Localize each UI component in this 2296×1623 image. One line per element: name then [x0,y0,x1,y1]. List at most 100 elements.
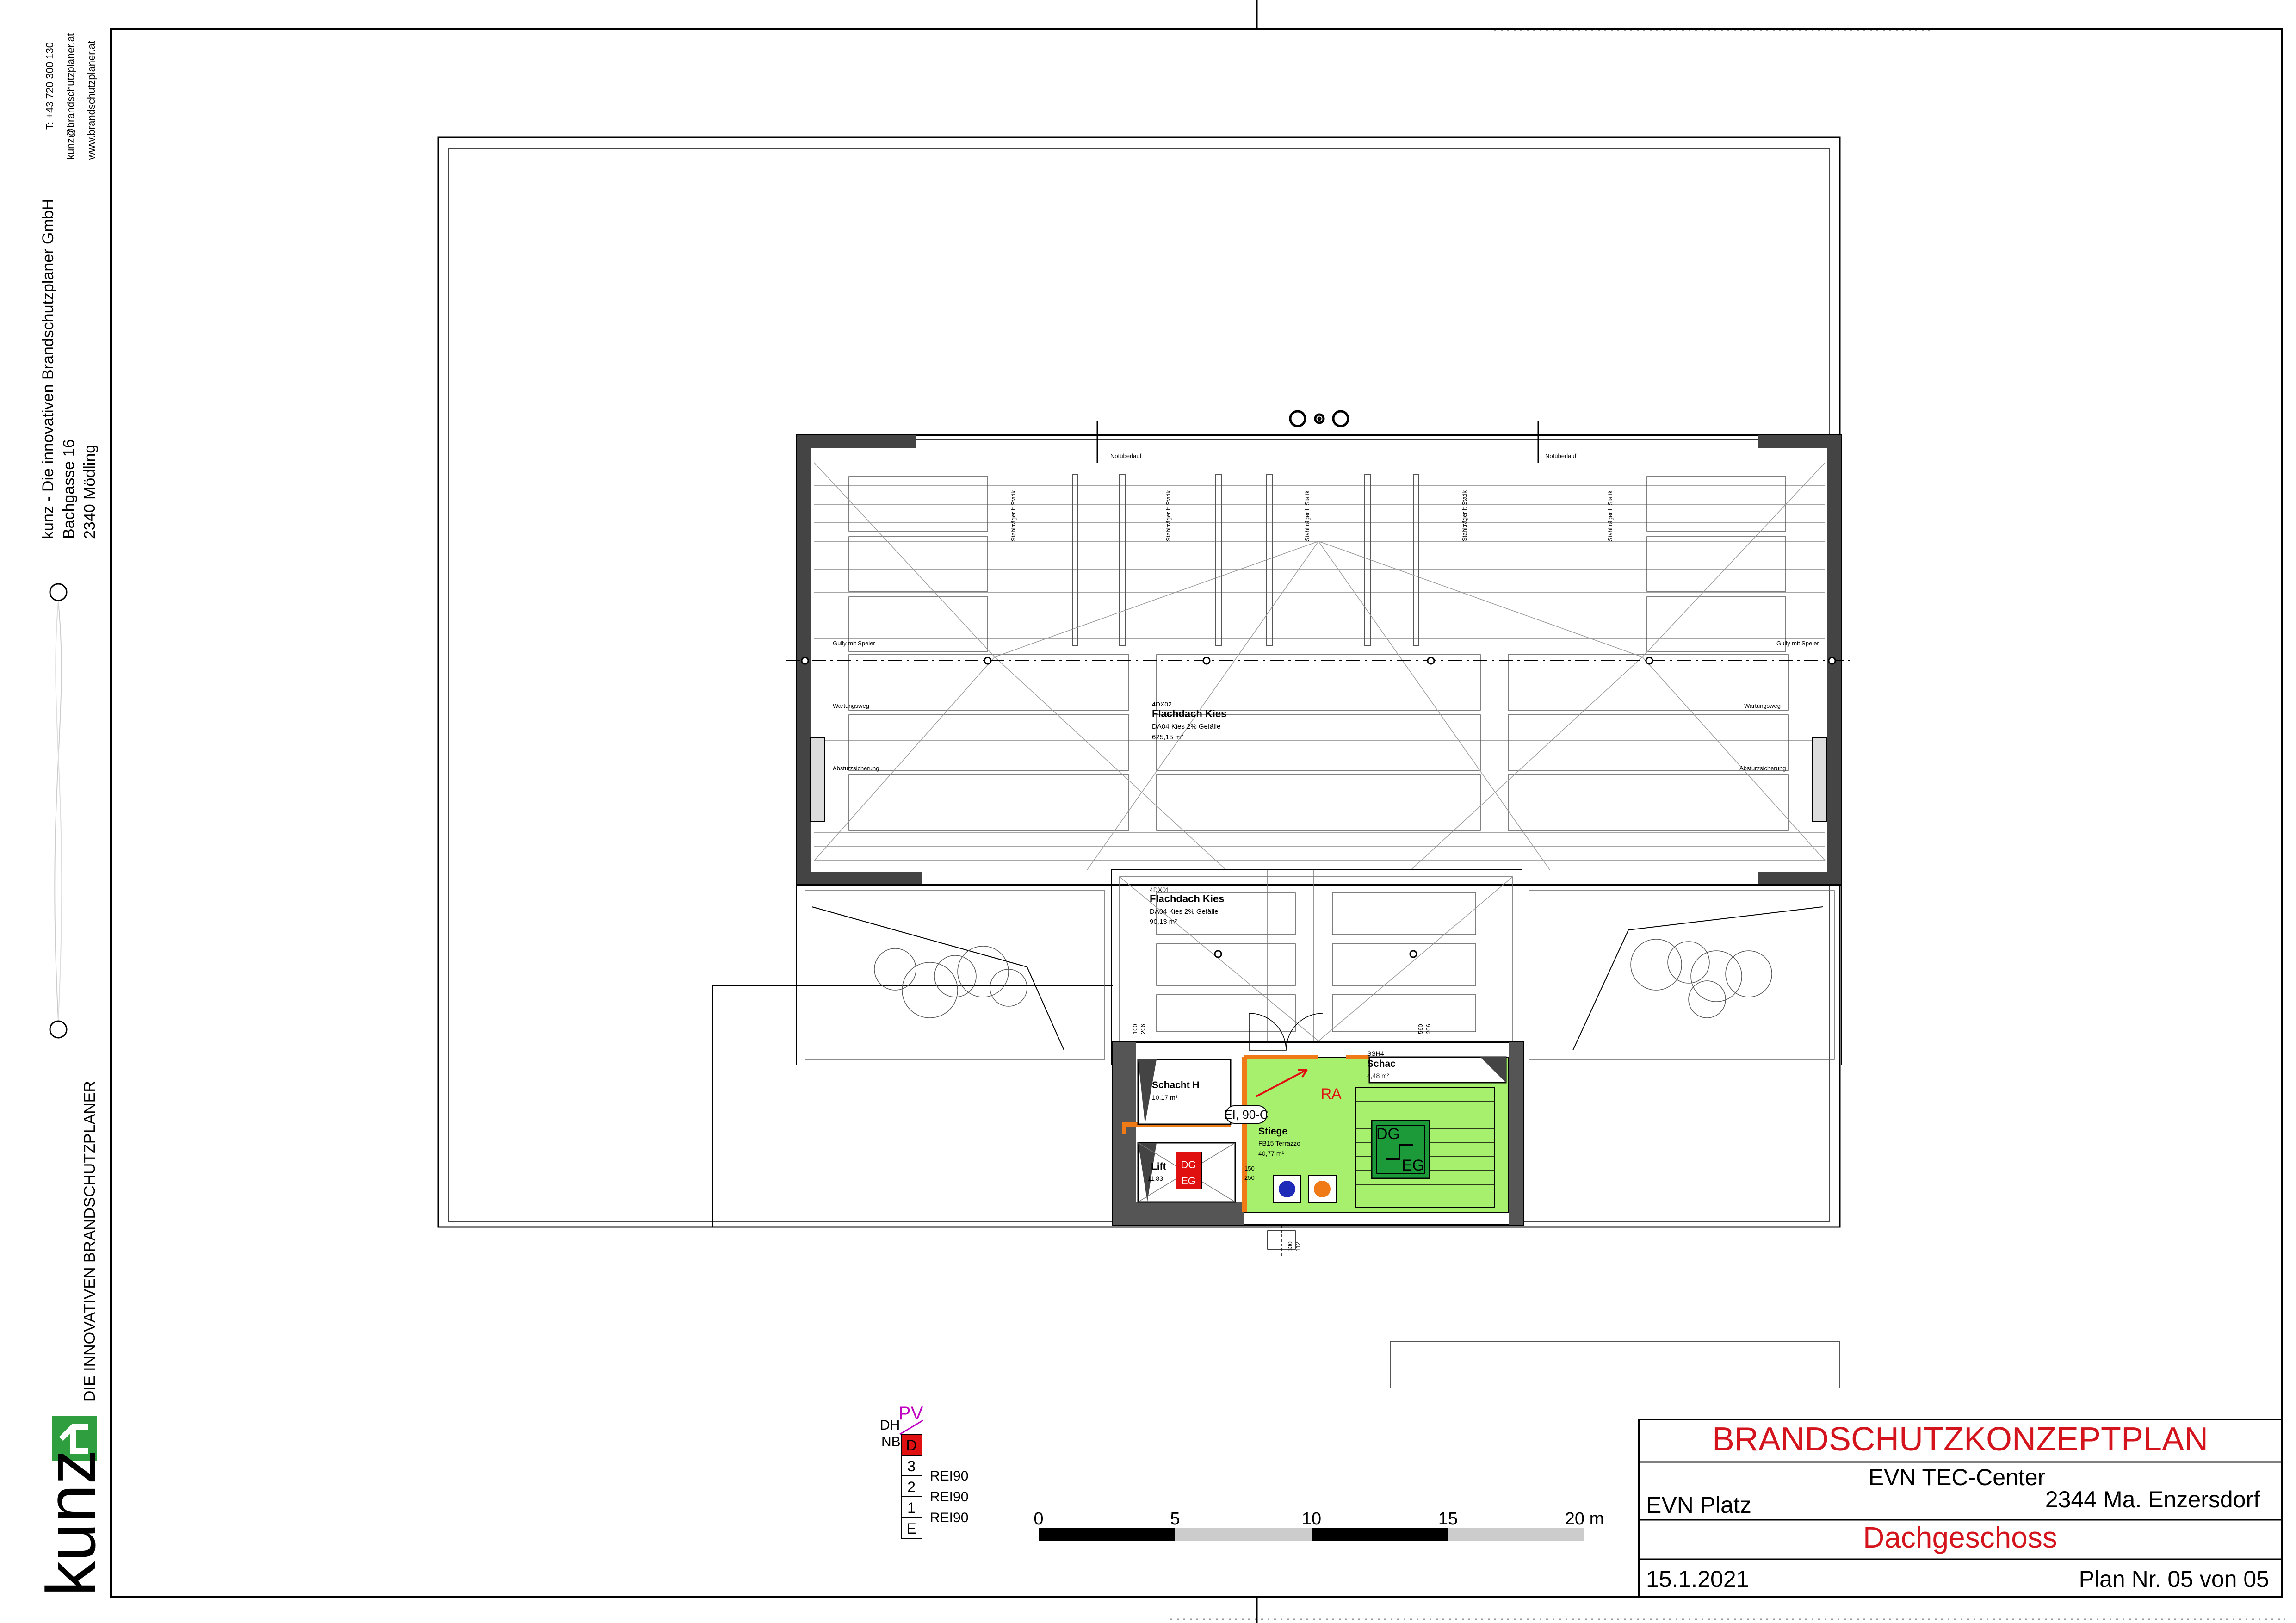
room-schacht-2-name: Schac [1367,1059,1396,1069]
terrace-east [1522,884,1842,1065]
dim-1: 100 [1132,1024,1139,1034]
tb-floor: Dachgeschoss [1863,1521,2057,1554]
scale-tick-10: 10 [1302,1509,1321,1529]
legend-floor-d-box [901,1434,922,1456]
stair-sign-top: DG [1376,1125,1400,1143]
note-walkway-right: Wartungsweg [1744,702,1781,709]
dim-6: 112 [1294,1242,1301,1251]
scale-bar: 0 5 10 15 20 m [1034,1509,1604,1541]
parapet-sw [797,872,922,885]
note-overflow-left: Notüberlauf [1110,452,1142,459]
company-phone: T: +43 720 300 130 [44,42,56,130]
roof-main-code: 4DX02 [1152,700,1172,708]
tb-date: 15.1.2021 [1646,1566,1749,1592]
ornament-curve [54,601,62,1021]
company-name: kunz - Die innovativen Brandschutzplaner… [39,199,57,539]
room-schacht-h-area: 10,17 m² [1152,1094,1178,1101]
company-email: kunz@brandschutzplaner.at [65,33,76,160]
dimension-labels: 100 206 560 206 330 112 150 250 [1132,1024,1432,1251]
legend-floor-3: 3 [907,1458,916,1474]
note-beam-2: Stahlträger lt Statik [1165,490,1172,541]
door-swing-right [1286,1013,1324,1051]
roof-panels [848,476,1789,831]
scale-seg-4 [1448,1528,1584,1541]
room-schacht-h-name: Schacht H [1152,1080,1200,1090]
legend-floor-1-box [901,1496,922,1518]
legend-floor-d: D [906,1437,916,1454]
dim-4: 206 [1425,1024,1432,1034]
roof-lower-code: 4DX01 [1150,886,1170,893]
scale-tick-20: 20 m [1565,1509,1604,1529]
ra-arrow-icon [1256,1069,1307,1097]
parapet-se [1758,872,1841,885]
core-wall-south [1113,1202,1244,1225]
roof-main-name: Flachdach Kies [1152,708,1226,719]
note-gully-left: Gully mit Speier [833,640,875,647]
scale-tick-0: 0 [1034,1509,1043,1529]
scale-seg-1 [1039,1528,1175,1541]
roof-lower-area: 90,13 m² [1150,918,1177,926]
note-gully-right: Gully mit Speier [1776,640,1819,647]
company-tagline: DIE INNOVATIVEN BRANDSCHUTZPLANER [81,1081,99,1402]
dim-3: 560 [1417,1024,1424,1034]
note-beam-4: Stahlträger lt Statik [1461,490,1468,541]
parapet-nw [797,435,916,448]
parapet-ne [1758,435,1841,448]
tb-project: EVN TEC-Center [1869,1464,2046,1490]
kunz-logo: kunz [32,1416,110,1596]
scale-seg-3 [1312,1528,1448,1541]
logo-k-icon [59,1424,88,1454]
fire-wall-stair [1242,1055,1369,1212]
room-schacht-2-code: SSH4 [1367,1050,1384,1057]
extinguisher-icon [1279,1181,1295,1197]
legend-rating-2: REI90 [930,1489,968,1505]
legend-floor-3-box [901,1455,922,1476]
room-lift-name: Lift [1151,1161,1166,1172]
legend-dh: DH [880,1418,900,1433]
logo-text: kunz [32,1450,110,1596]
dim-5: 330 [1287,1241,1293,1251]
tb-city: 2344 Ma. Enzersdorf [2045,1487,2260,1512]
roof-main-spec: DA04 Kies 2% Gefälle [1152,723,1220,731]
stair-arrow-icon [1386,1144,1413,1160]
alarm-icon [1314,1181,1331,1197]
company-street: Bachgasse 16 [60,440,78,539]
room-schacht-2-area: 4,48 m² [1367,1072,1389,1079]
roof-lower-spec: DA04 Kies 2% Gefälle [1150,908,1218,916]
stair-core: DG EG DG EG RA EI, 90-C [1112,1013,1524,1258]
dim-8: 250 [1244,1174,1255,1181]
tb-plan-no: Plan Nr. 05 von 05 [2079,1566,2269,1592]
scale-tick-15: 15 [1438,1509,1458,1529]
legend-floor-e-box [901,1517,922,1539]
legend-pv-mark [899,1419,923,1435]
tb-heading: BRANDSCHUTZKONZEPTPLAN [1712,1421,2208,1458]
note-beam-1: Stahlträger lt Statik [1010,490,1017,541]
punch-circle-bottom [49,1020,68,1039]
lift-sign [1176,1152,1202,1189]
entry-step [1267,1230,1296,1250]
title-block: BRANDSCHUTZKONZEPTPLAN EVN TEC-Center EV… [1638,1419,2283,1598]
schacht-h-hatch [1138,1059,1157,1124]
legend-floor-e: E [906,1520,916,1537]
roof-main-area: 625,15 m² [1152,733,1183,741]
schacht-2-box [1368,1056,1507,1084]
door-rating: EI, 90-C [1224,1108,1268,1121]
legend-rating-3: REI90 [930,1468,968,1484]
tb-street: EVN Platz [1646,1492,1751,1518]
ornament-curve-2 [55,601,62,1021]
lift-sign-top: DG [1181,1159,1196,1171]
alarm-box [1308,1175,1337,1203]
room-lift-area: 11,83 [1147,1175,1163,1182]
sheet-border [110,28,2283,1598]
fire-legend: DH NB PV D 3 2 1 E REI90 REI90 REI90 [880,1403,968,1539]
room-stiege-area: 40,77 m² [1258,1150,1284,1157]
roof-notes: Notüberlauf Notüberlauf Gully mit Speier… [833,452,1819,772]
note-walkway-left: Wartungsweg [833,702,869,709]
scale-tick-5: 5 [1170,1509,1180,1529]
note-fall-right: Absturzsicherung [1739,765,1786,772]
legend-floor-2-box [901,1475,922,1497]
legend-floor-1: 1 [907,1499,916,1516]
ra-label: RA [1321,1085,1342,1102]
roof-lower-name: Flachdach Kies [1150,893,1224,904]
legend-pv: PV [898,1403,923,1424]
